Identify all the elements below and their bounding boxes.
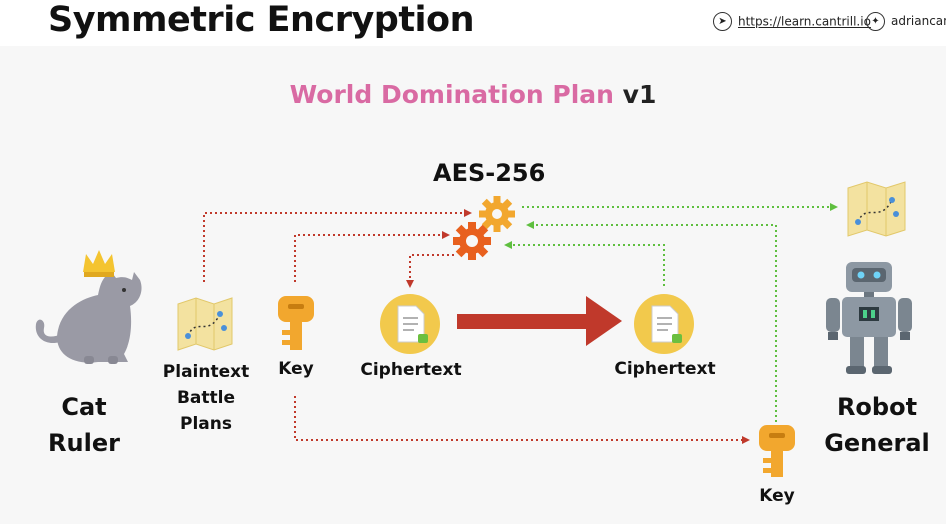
gear-to-ciphertext-arrow xyxy=(406,254,454,288)
cat-icon xyxy=(35,270,142,364)
ciphertext-left-label: Ciphertext xyxy=(360,360,462,380)
twitter-handle[interactable]: adriancant xyxy=(891,14,946,28)
twitter-icon: ✦ xyxy=(866,12,885,31)
plaintext-to-gear-arrow xyxy=(203,209,472,282)
ciphertext-right-label: Ciphertext xyxy=(614,359,716,379)
map-icon xyxy=(177,297,233,351)
gear-icon xyxy=(453,222,491,260)
decrypt-arrows xyxy=(504,203,838,422)
plan-heading-highlight: World Domination Plan xyxy=(289,80,614,109)
plaintext-label-line3: Plans xyxy=(180,414,232,434)
key-to-robot-key-arrow xyxy=(294,396,750,444)
twitter-link[interactable]: ✦ adriancant xyxy=(866,12,946,31)
key-icon xyxy=(759,425,795,477)
robot-icon xyxy=(826,262,912,374)
robot-key-to-gear-arrow xyxy=(526,221,777,422)
cat-ruler-label: Cat Ruler xyxy=(34,389,134,461)
plan-heading-version: v1 xyxy=(622,80,657,109)
plan-heading: World Domination Plan v1 xyxy=(0,80,946,109)
key-icon xyxy=(278,296,314,350)
website-link[interactable]: ➤ https://learn.cantrill.io xyxy=(713,12,871,31)
crown-icon xyxy=(83,250,115,277)
gear-icon xyxy=(479,196,515,232)
robot-general-label: Robot General xyxy=(822,389,932,461)
plaintext-label-line2: Battle xyxy=(176,388,236,408)
website-url[interactable]: https://learn.cantrill.io xyxy=(738,14,871,29)
key-left-label: Key xyxy=(278,359,314,379)
robot-label-line2: General xyxy=(824,429,930,457)
plaintext-label-line1: Plaintext xyxy=(162,362,250,382)
slide-title: Symmetric Encryption xyxy=(48,0,475,40)
header: Symmetric Encryption ➤ https://learn.cant… xyxy=(0,0,946,46)
document-icon xyxy=(634,294,694,354)
cat-label-line1: Cat xyxy=(61,393,107,421)
document-icon xyxy=(380,294,440,354)
big-arrow xyxy=(457,296,622,346)
plaintext-label: Plaintext Battle Plans xyxy=(156,359,256,437)
ciphertext-to-gear-arrow xyxy=(504,241,665,286)
robot-label-line1: Robot xyxy=(836,393,918,421)
key-to-gear-arrow xyxy=(294,231,450,282)
compass-icon: ➤ xyxy=(713,12,732,31)
key-right-label: Key xyxy=(759,486,795,506)
cat-label-line2: Ruler xyxy=(48,429,120,457)
encrypt-arrows xyxy=(203,209,750,444)
algorithm-label: AES-256 xyxy=(433,159,546,187)
map-icon xyxy=(847,181,906,237)
